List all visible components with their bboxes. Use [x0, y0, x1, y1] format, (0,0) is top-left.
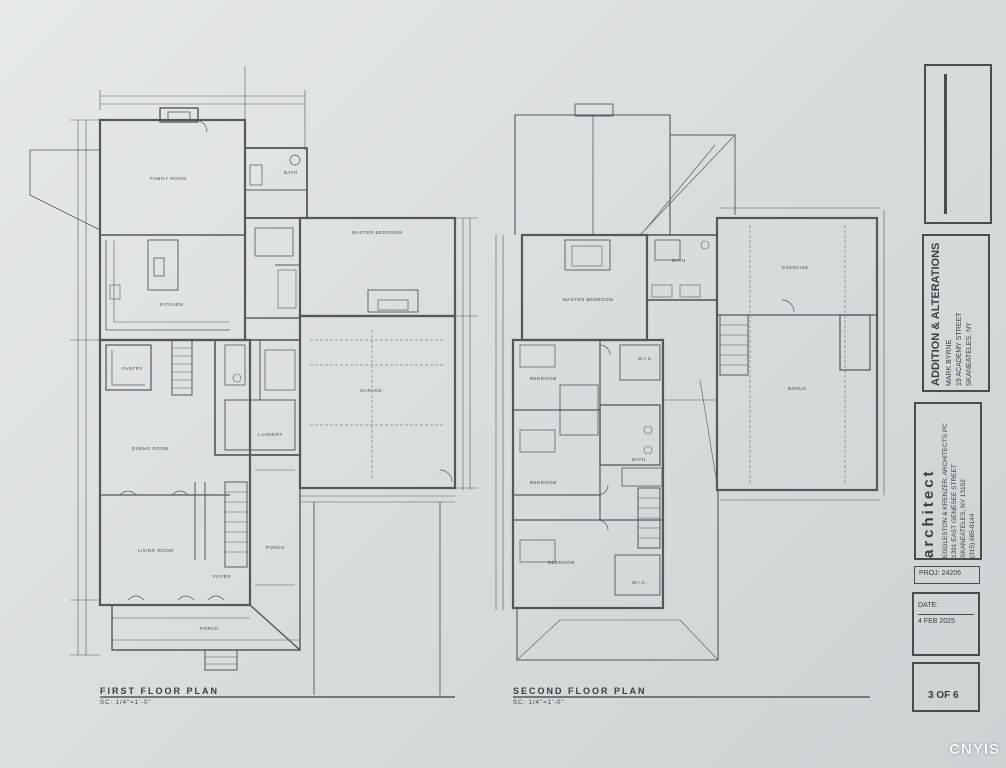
- room-living-room: LIVING ROOM: [138, 548, 174, 553]
- firm-street: 1391 EAST GENESEE STREET: [951, 464, 958, 558]
- client-name: MARK BYRNE: [946, 339, 953, 386]
- room-kitchen: KITCHEN: [160, 302, 184, 307]
- room-laundry: LAUNDRY: [258, 432, 283, 437]
- client-street: 19 ACADEMY STREET: [956, 312, 963, 386]
- room-bath-hall: BATH: [632, 457, 646, 462]
- firm-word: architect: [920, 468, 937, 558]
- firm-city: SKANEATELES, NY 13152: [960, 479, 967, 558]
- firm-phone: (315) 685-8144: [969, 513, 976, 558]
- project-title: ADDITION & ALTERATIONS: [930, 242, 942, 386]
- second-floor-plan-title: SECOND FLOOR PLAN: [513, 686, 647, 696]
- second-floor-plan: [495, 103, 885, 698]
- first-floor-plan-title: FIRST FLOOR PLAN: [100, 686, 219, 696]
- title-block-top-box: [924, 64, 992, 224]
- firm-box: architect EGGLESTON & KRENZER, ARCHITECT…: [914, 402, 982, 560]
- room-front-porch: PORCH: [200, 626, 219, 631]
- room-bonus: BONUS: [788, 386, 807, 391]
- room-master-bedroom-first: MASTER BEDROOM: [352, 230, 403, 235]
- firm-name: EGGLESTON & KRENZER, ARCHITECTS PC: [942, 423, 949, 558]
- first-floor-plan-scale: SC: 1/4"=1'-0": [100, 700, 152, 706]
- sheet-number: 3 OF 6: [928, 690, 959, 701]
- room-family-room: FAMILY ROOM: [150, 176, 187, 181]
- date-label: DATE:: [918, 602, 939, 609]
- first-floor-plan: [29, 66, 478, 698]
- project-box: ADDITION & ALTERATIONS MARK BYRNE 19 ACA…: [922, 234, 990, 392]
- room-bedroom-2: BEDROOM: [530, 480, 557, 485]
- second-floor-plan-scale: SC: 1/4"=1'-0": [513, 700, 565, 706]
- date-value: 4 FEB 2025: [918, 618, 955, 625]
- room-garage: GARAGE: [360, 388, 383, 393]
- room-pantry: PANTRY: [122, 366, 143, 371]
- room-wic-2: W.I.C.: [632, 580, 648, 585]
- room-bath-first: BATH: [284, 170, 298, 175]
- room-bedroom-3: BEDROOM: [548, 560, 575, 565]
- date-divider: [918, 614, 974, 615]
- room-dining-room: DINING ROOM: [132, 446, 169, 451]
- date-box: DATE: 4 FEB 2025: [912, 592, 980, 656]
- watermark-logo: CNYIS: [949, 741, 1000, 758]
- room-side-porch: PORCH: [266, 545, 285, 550]
- title-block-stripe: [944, 74, 947, 214]
- room-foyer: FOYER: [213, 574, 232, 579]
- room-bedroom-1: BEDROOM: [530, 376, 557, 381]
- sheet-box: 3 OF 6: [912, 662, 980, 712]
- room-bath-master: BATH: [672, 258, 686, 263]
- room-exercise: EXERCISE: [782, 265, 809, 270]
- project-number-box: PROJ: 24206: [914, 566, 980, 584]
- room-wic-1: W.I.C.: [638, 356, 654, 361]
- project-number: PROJ: 24206: [919, 570, 962, 577]
- client-city: SKANEATELES, NY: [966, 322, 973, 386]
- room-master-bedroom-second: MASTER BEDROOM: [563, 297, 614, 302]
